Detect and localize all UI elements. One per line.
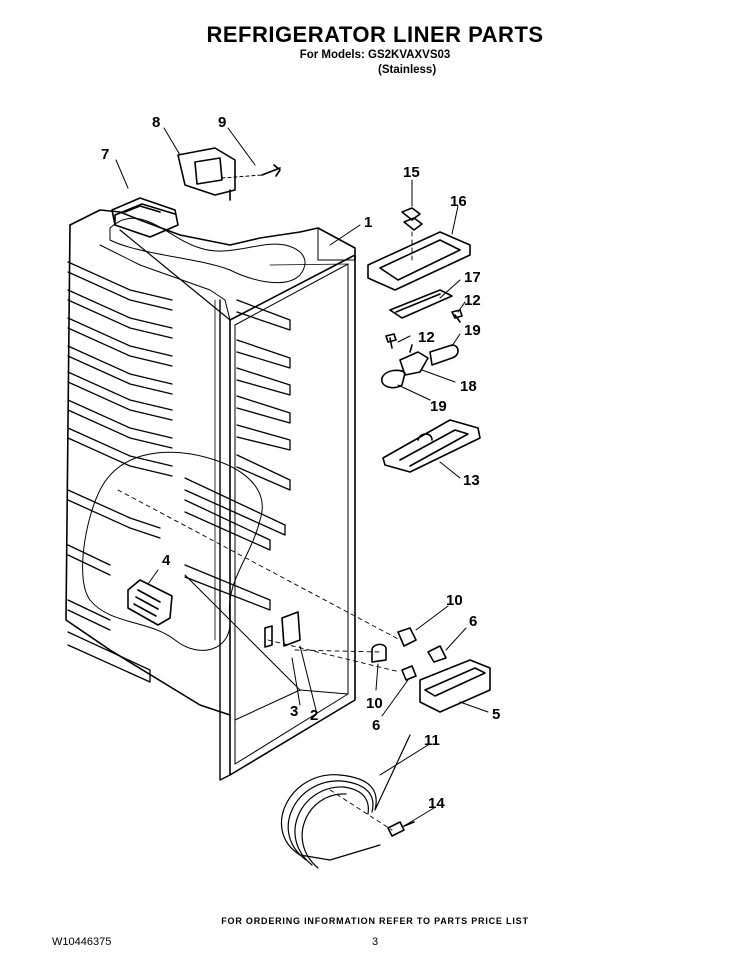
part-16-light-housing xyxy=(367,231,471,291)
part-13-light-shield xyxy=(382,419,481,473)
left-shelf-rails xyxy=(67,261,173,683)
right-shelf-rails xyxy=(184,299,291,611)
callout-5: 5 xyxy=(492,706,500,723)
part-5-light-housing xyxy=(419,659,491,713)
callout-8: 8 xyxy=(152,114,160,131)
callout-15: 15 xyxy=(403,164,420,181)
callout-19a: 19 xyxy=(464,322,481,339)
callout-16: 16 xyxy=(450,193,467,210)
callout-2: 2 xyxy=(310,707,318,724)
ordering-note: FOR ORDERING INFORMATION REFER TO PARTS … xyxy=(221,916,529,926)
callout-7: 7 xyxy=(101,146,109,163)
part-12-screws xyxy=(385,309,463,349)
callout-9: 9 xyxy=(218,114,226,131)
callout-11: 11 xyxy=(424,732,440,749)
callout-1: 1 xyxy=(364,214,372,231)
page-title: REFRIGERATOR LINER PARTS xyxy=(206,22,544,47)
part-15-clip xyxy=(401,207,423,231)
part-17-light-socket xyxy=(389,289,453,319)
callout-18: 18 xyxy=(460,378,477,395)
models-line: For Models: GS2KVAXVS03 xyxy=(299,49,451,61)
leader-lines xyxy=(115,127,489,827)
part-8-bracket xyxy=(177,147,236,201)
refrigerator-liner xyxy=(65,209,356,781)
callout-4: 4 xyxy=(162,552,171,569)
parts-2-3-trim xyxy=(264,611,301,648)
callout-10b: 10 xyxy=(366,695,383,712)
callout-14: 14 xyxy=(428,795,445,812)
part-4-vent xyxy=(127,579,173,626)
callout-10a: 10 xyxy=(446,592,463,609)
part-11-tubing xyxy=(280,734,411,869)
part-9-screw xyxy=(221,164,281,179)
callout-12b: 12 xyxy=(418,329,435,346)
callout-6a: 6 xyxy=(469,613,477,630)
document-number: W10446375 xyxy=(52,936,112,948)
callout-19b: 19 xyxy=(430,398,447,415)
lower-cutaway xyxy=(82,451,263,651)
part-19-bulbs xyxy=(381,344,459,389)
part-14-screw xyxy=(387,821,415,837)
callout-13: 13 xyxy=(463,472,480,489)
part-6-bulbs xyxy=(401,645,447,681)
page-number: 3 xyxy=(372,936,379,948)
part-7-control-housing xyxy=(111,197,179,238)
callout-6b: 6 xyxy=(372,717,380,734)
callout-17: 17 xyxy=(464,269,481,286)
callout-12a: 12 xyxy=(464,292,481,309)
callout-3: 3 xyxy=(290,703,298,720)
part-10-bulb-sockets xyxy=(371,627,417,663)
finish-label: (Stainless) xyxy=(378,64,437,76)
